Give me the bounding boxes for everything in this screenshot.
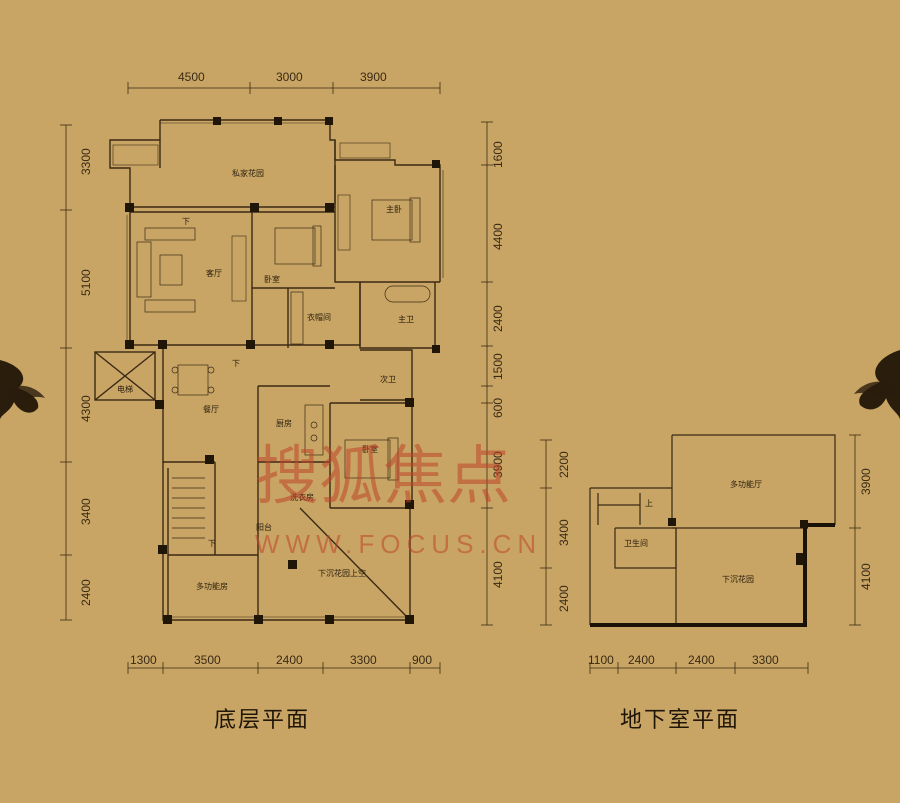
dim-left-1: 3300 [79,148,93,175]
basement-columns [668,518,808,565]
dim-bottom-4: 3300 [350,653,377,667]
left-ornament [0,360,45,420]
b-dim-bottom-1: 1100 [588,653,614,667]
dim-left-2: 5100 [79,269,93,296]
dim-right-5: 600 [491,398,505,418]
watermark-cn: 搜狐焦点 [255,440,511,514]
label-dining-room: 餐厅 [203,405,219,414]
dim-right-4: 1500 [491,353,505,380]
basement-retaining-wall [590,523,835,627]
b-dim-bottom-4: 3300 [752,653,779,667]
ground-furniture [136,197,431,539]
b-dim-left-2: 3400 [557,519,571,546]
label-basement-bathroom: 卫生间 [624,538,648,548]
dim-left-5: 2400 [79,579,93,606]
basement-dims: 3900 4100 2200 3400 2400 1100 2400 2400 … [557,451,873,667]
dim-top-3: 3900 [360,70,387,84]
label-multi-hall: 多功能厅 [730,479,762,489]
dim-left-3: 4300 [79,395,93,422]
label-second-bath: 次卫 [380,374,396,384]
label-bedroom: 卧室 [264,274,280,284]
ground-right-dims: 1600 4400 2400 1500 600 3900 4100 [491,141,505,588]
dim-bottom-1: 1300 [130,653,157,667]
label-walk-in-closet: 衣帽间 [307,312,331,322]
ground-dimension-lines [60,82,493,674]
ground-left-dims: 3300 5100 4300 3400 2400 [79,148,93,606]
label-stair-down-2: 下 [232,359,240,368]
dim-right-2: 4400 [491,223,505,250]
basement-room-labels: 多功能厅 卫生间 下沉花园 上 [624,479,762,584]
dim-bottom-5: 900 [412,653,432,667]
label-kitchen: 厨房 [276,418,292,428]
b-dim-right-1: 3900 [859,468,873,495]
basement-title: 地下室平面 [620,708,741,733]
label-basement-sunken-garden: 下沉花园 [722,574,754,584]
label-bedroom-2: 卧室 [362,444,378,454]
label-stair-up: 上 [645,499,653,508]
label-laundry: 洗衣房 [290,492,314,502]
ground-top-dims: 4500 3000 3900 [178,70,387,84]
watermark-url: WWW.FOCUS.CN [255,529,542,559]
label-balcony: 阳台 [256,522,272,532]
label-stair-down-3: 下 [208,539,216,548]
b-dim-right-2: 4100 [859,563,873,590]
ground-floor-walls [94,119,441,621]
basement-walls [589,434,836,625]
label-master-bedroom: 主卧 [386,204,402,214]
label-multi-room: 多功能房 [196,581,228,591]
dim-bottom-2: 3500 [194,653,221,667]
watermark: 搜狐焦点 WWW.FOCUS.CN [255,440,542,559]
dim-top-2: 3000 [276,70,303,84]
right-ornament [854,350,900,420]
dim-right-3: 2400 [491,305,505,332]
b-dim-left-1: 2200 [557,451,571,478]
b-dim-bottom-3: 2400 [688,653,715,667]
dim-top-1: 4500 [178,70,205,84]
ground-windows [112,122,444,618]
dim-right-7: 4100 [491,561,505,588]
b-dim-bottom-2: 2400 [628,653,655,667]
dim-bottom-3: 2400 [276,653,303,667]
basement-dimension-lines [540,434,861,674]
ground-bottom-dims: 1300 3500 2400 3300 900 [130,653,432,667]
dim-right-6: 3900 [491,451,505,478]
label-elevator: 电梯 [117,384,133,394]
ground-floor-title: 底层平面 [214,708,311,733]
ground-room-labels: 私家花园 主卧 客厅 卧室 衣帽间 主卫 电梯 餐厅 次卫 厨房 卧室 洗衣房 … [117,168,414,591]
dim-left-4: 3400 [79,498,93,525]
ground-columns [125,117,440,624]
label-master-bath: 主卫 [398,314,414,324]
b-dim-left-3: 2400 [557,585,571,612]
label-sunken-garden-void: 下沉花园上空 [318,568,366,578]
label-stair-down-1: 下 [182,217,190,226]
label-living-room: 客厅 [206,268,222,278]
label-private-garden: 私家花园 [232,168,264,178]
dim-right-1: 1600 [491,141,505,168]
